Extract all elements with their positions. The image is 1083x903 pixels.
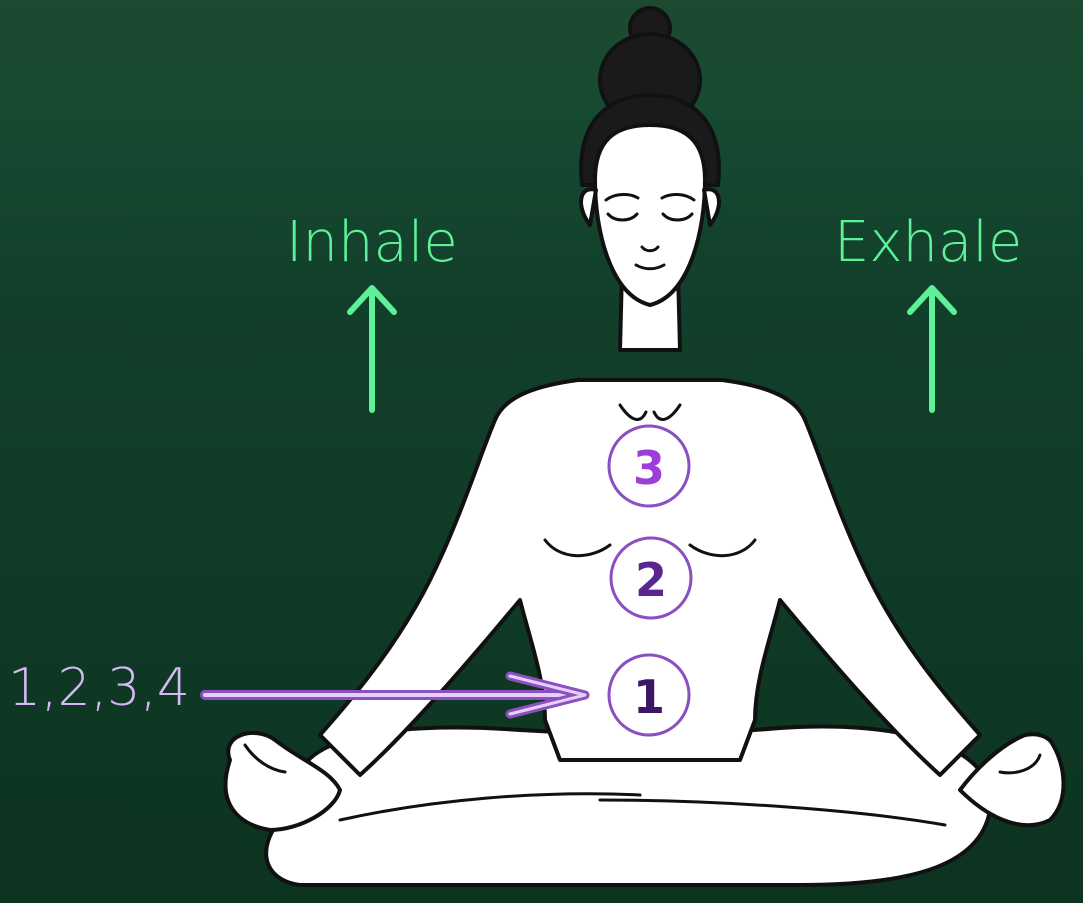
count-label: 1,2,3,4: [8, 658, 190, 718]
chakra-point-2: 2: [611, 538, 691, 618]
inhale-label: Inhale: [286, 210, 458, 275]
chakra-point-1: 1: [609, 655, 689, 735]
chakra-point-3: 3: [609, 426, 689, 506]
exhale-label: Exhale: [834, 210, 1022, 275]
chakra-number-2: 2: [635, 553, 667, 607]
up-arrow-icon: [910, 288, 954, 410]
up-arrow-icon: [350, 288, 394, 410]
chakra-number-3: 3: [633, 441, 665, 495]
chakra-number-1: 1: [633, 670, 665, 724]
